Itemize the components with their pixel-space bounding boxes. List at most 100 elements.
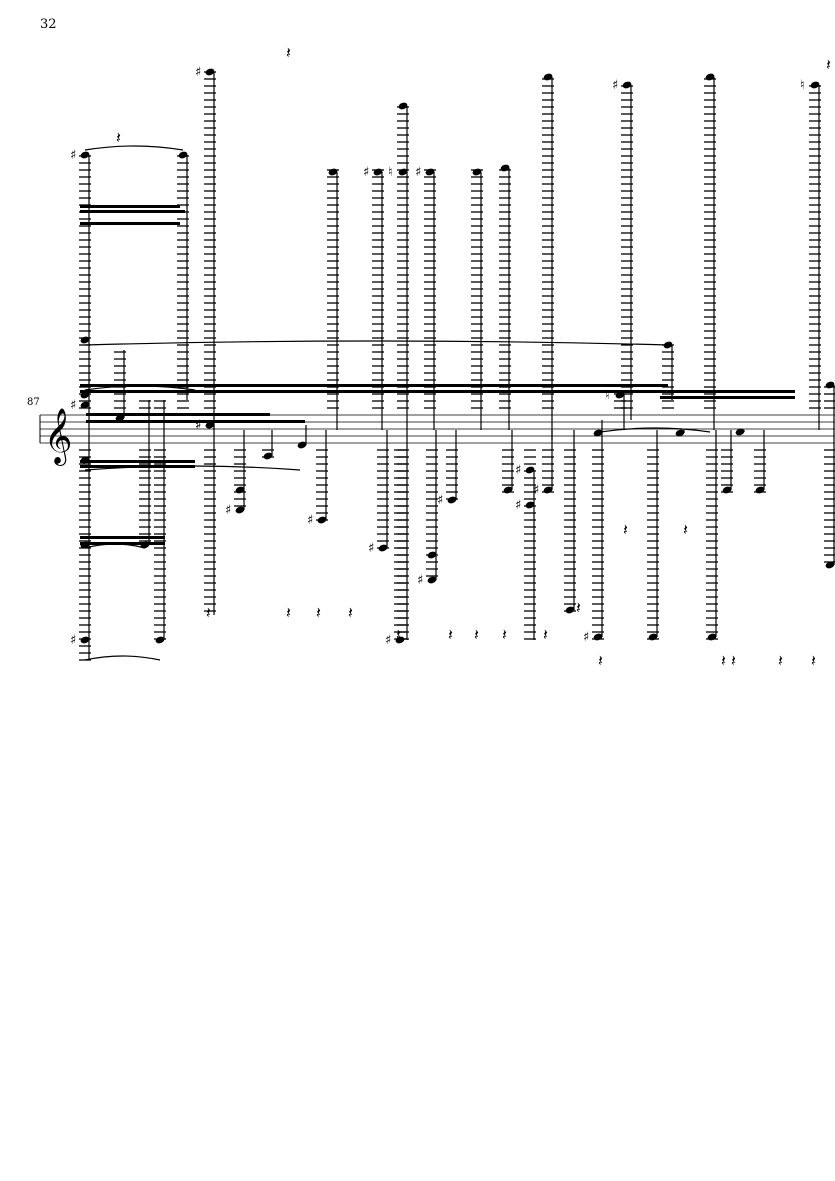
- sharp-icon: ♯: [515, 463, 521, 478]
- sharp-icon: ♯: [195, 65, 201, 80]
- notehead: [593, 429, 603, 437]
- sharp-icon: ♯: [415, 165, 421, 180]
- notehead: [80, 401, 90, 409]
- notehead: [543, 486, 553, 494]
- quarter-rest-icon: 𝄽: [348, 603, 353, 622]
- sharp-icon: ♯: [70, 633, 76, 648]
- quarter-rest-icon: 𝄽: [683, 520, 688, 539]
- quarter-rest-icon: 𝄽: [316, 603, 321, 622]
- measure-number: 87: [27, 397, 40, 408]
- sharp-icon: ♯: [225, 503, 231, 518]
- notehead: [615, 391, 625, 399]
- beam: [80, 542, 165, 545]
- notehead: [427, 576, 437, 584]
- tie: [84, 543, 146, 549]
- quarter-rest-icon: 𝄽: [286, 603, 291, 622]
- notehead: [317, 516, 327, 524]
- natural-icon: ♮: [605, 388, 610, 403]
- notehead: [115, 414, 125, 422]
- notehead: [205, 68, 215, 76]
- notehead: [205, 421, 215, 429]
- page-number: 32: [40, 17, 57, 32]
- notehead: [825, 381, 835, 389]
- quarter-rest-icon: 𝄽: [116, 128, 121, 147]
- notehead: [328, 168, 338, 176]
- tie: [84, 465, 301, 471]
- quarter-rest-icon: 𝄽: [811, 651, 816, 670]
- notes-layer: ♯♯♯♯♯♯♯♯♮♯♯♯♯♯♯♯♯♯♮♯♯♮𝄽𝄽𝄽𝄽𝄽𝄽𝄽𝄽𝄽𝄽𝄽𝄽𝄽𝄽𝄽𝄽𝄽𝄽…: [70, 43, 835, 670]
- treble-clef-icon: 𝄞: [44, 408, 72, 466]
- beam: [80, 222, 180, 225]
- notehead: [503, 486, 513, 494]
- quarter-rest-icon: 𝄽: [206, 603, 211, 622]
- sharp-icon: ♯: [70, 148, 76, 163]
- notehead: [472, 168, 482, 176]
- notehead: [178, 151, 188, 159]
- notehead: [525, 466, 535, 474]
- natural-icon: ♮: [388, 165, 393, 180]
- notehead: [675, 429, 685, 437]
- quarter-rest-icon: 𝄽: [543, 625, 548, 644]
- notehead: [525, 501, 535, 509]
- sharp-icon: ♯: [612, 78, 618, 93]
- sharp-icon: ♯: [368, 541, 374, 556]
- notehead: [425, 168, 435, 176]
- quarter-rest-icon: 𝄽: [396, 625, 401, 644]
- notehead: [297, 441, 307, 449]
- sharp-icon: ♯: [417, 573, 423, 588]
- quarter-rest-icon: 𝄽: [721, 651, 726, 670]
- sharp-icon: ♯: [195, 418, 201, 433]
- tie: [84, 655, 161, 661]
- sharp-icon: ♯: [583, 630, 589, 645]
- notehead: [398, 102, 408, 110]
- beam: [80, 210, 185, 213]
- beam: [86, 420, 305, 423]
- notehead: [80, 636, 90, 644]
- notehead: [622, 81, 632, 89]
- beam: [80, 460, 195, 463]
- notehead: [155, 636, 165, 644]
- quarter-rest-icon: 𝄽: [778, 651, 783, 670]
- notehead: [593, 633, 603, 641]
- beam: [80, 536, 165, 539]
- notehead: [648, 633, 658, 641]
- sharp-icon: ♯: [437, 493, 443, 508]
- sharp-icon: ♯: [195, 418, 201, 433]
- notehead: [705, 73, 715, 81]
- notehead: [500, 164, 510, 172]
- quarter-rest-icon: 𝄽: [286, 43, 291, 62]
- notehead: [395, 636, 405, 644]
- beam: [80, 390, 668, 393]
- quarter-rest-icon: 𝄽: [502, 625, 507, 644]
- tie: [84, 340, 669, 346]
- tie: [84, 385, 196, 391]
- notehead: [235, 506, 245, 514]
- notehead: [378, 544, 388, 552]
- quarter-rest-icon: 𝄽: [474, 625, 479, 644]
- notehead: [80, 336, 90, 344]
- notehead: [735, 428, 745, 436]
- notehead: [722, 486, 732, 494]
- notehead: [755, 486, 765, 494]
- notehead: [825, 561, 835, 569]
- natural-icon: ♮: [800, 78, 805, 93]
- quarter-rest-icon: 𝄽: [826, 55, 831, 74]
- notehead: [80, 151, 90, 159]
- notehead: [263, 452, 273, 460]
- beam: [660, 396, 795, 399]
- quarter-rest-icon: 𝄽: [576, 598, 581, 617]
- notehead: [565, 606, 575, 614]
- sharp-icon: ♯: [385, 633, 391, 648]
- quarter-rest-icon: 𝄽: [623, 520, 628, 539]
- beam: [86, 413, 270, 416]
- notehead: [80, 391, 90, 399]
- sharp-icon: ♯: [307, 513, 313, 528]
- notehead: [427, 551, 437, 559]
- tie: [599, 427, 711, 433]
- notehead: [235, 486, 245, 494]
- beam: [80, 205, 180, 208]
- quarter-rest-icon: 𝄽: [598, 651, 603, 670]
- sharp-icon: ♯: [70, 398, 76, 413]
- beam: [660, 390, 795, 393]
